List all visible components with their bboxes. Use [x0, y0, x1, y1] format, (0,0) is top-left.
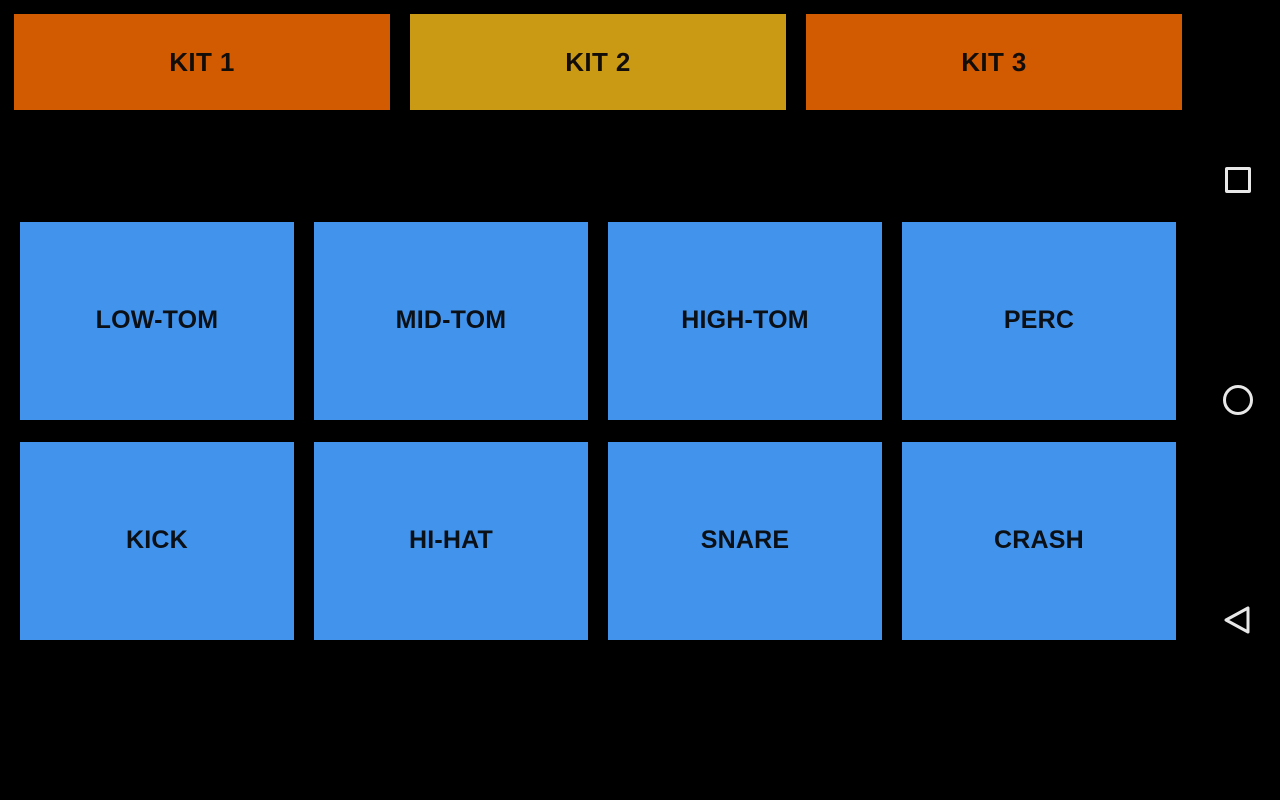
- triangle-left-icon: [1224, 606, 1250, 634]
- drum-pad-label: PERC: [1003, 305, 1075, 334]
- app-content-area: KIT 1 KIT 2 KIT 3 LOW-TOM MID-TOM HIGH-T…: [14, 14, 1182, 640]
- drum-pad-kick[interactable]: KICK: [20, 442, 294, 640]
- drum-pad-mid-tom[interactable]: MID-TOM: [314, 222, 588, 420]
- drum-pad-label: CRASH: [994, 525, 1084, 554]
- drum-pad-crash[interactable]: CRASH: [902, 442, 1176, 640]
- kit-button-3[interactable]: KIT 3: [806, 14, 1182, 110]
- drum-pad-label: LOW-TOM: [95, 305, 219, 334]
- drum-pad-label: MID-TOM: [395, 305, 507, 334]
- home-button[interactable]: [1196, 358, 1280, 442]
- android-navigation-bar: [1196, 0, 1280, 800]
- drum-pad-label: SNARE: [700, 525, 790, 554]
- drum-pad-low-tom[interactable]: LOW-TOM: [20, 222, 294, 420]
- back-button[interactable]: [1196, 578, 1280, 662]
- kit-button-2[interactable]: KIT 2: [410, 14, 786, 110]
- drum-pad-label: HI-HAT: [408, 525, 494, 554]
- drum-pad-label: KICK: [126, 525, 188, 554]
- drum-pad-grid: LOW-TOM MID-TOM HIGH-TOM PERC KICK HI-HA…: [20, 222, 1176, 640]
- recent-apps-button[interactable]: [1196, 138, 1280, 222]
- circle-icon: [1223, 385, 1253, 415]
- kit-button-1-label: KIT 1: [169, 47, 235, 77]
- kit-button-2-label: KIT 2: [565, 47, 631, 77]
- drum-pad-snare[interactable]: SNARE: [608, 442, 882, 640]
- kit-selector-row: KIT 1 KIT 2 KIT 3: [14, 14, 1182, 110]
- square-icon: [1225, 167, 1251, 193]
- drum-pad-perc[interactable]: PERC: [902, 222, 1176, 420]
- drum-pad-hi-hat[interactable]: HI-HAT: [314, 442, 588, 640]
- kit-button-3-label: KIT 3: [961, 47, 1027, 77]
- drum-pad-high-tom[interactable]: HIGH-TOM: [608, 222, 882, 420]
- drum-pad-label: HIGH-TOM: [681, 305, 809, 334]
- kit-button-1[interactable]: KIT 1: [14, 14, 390, 110]
